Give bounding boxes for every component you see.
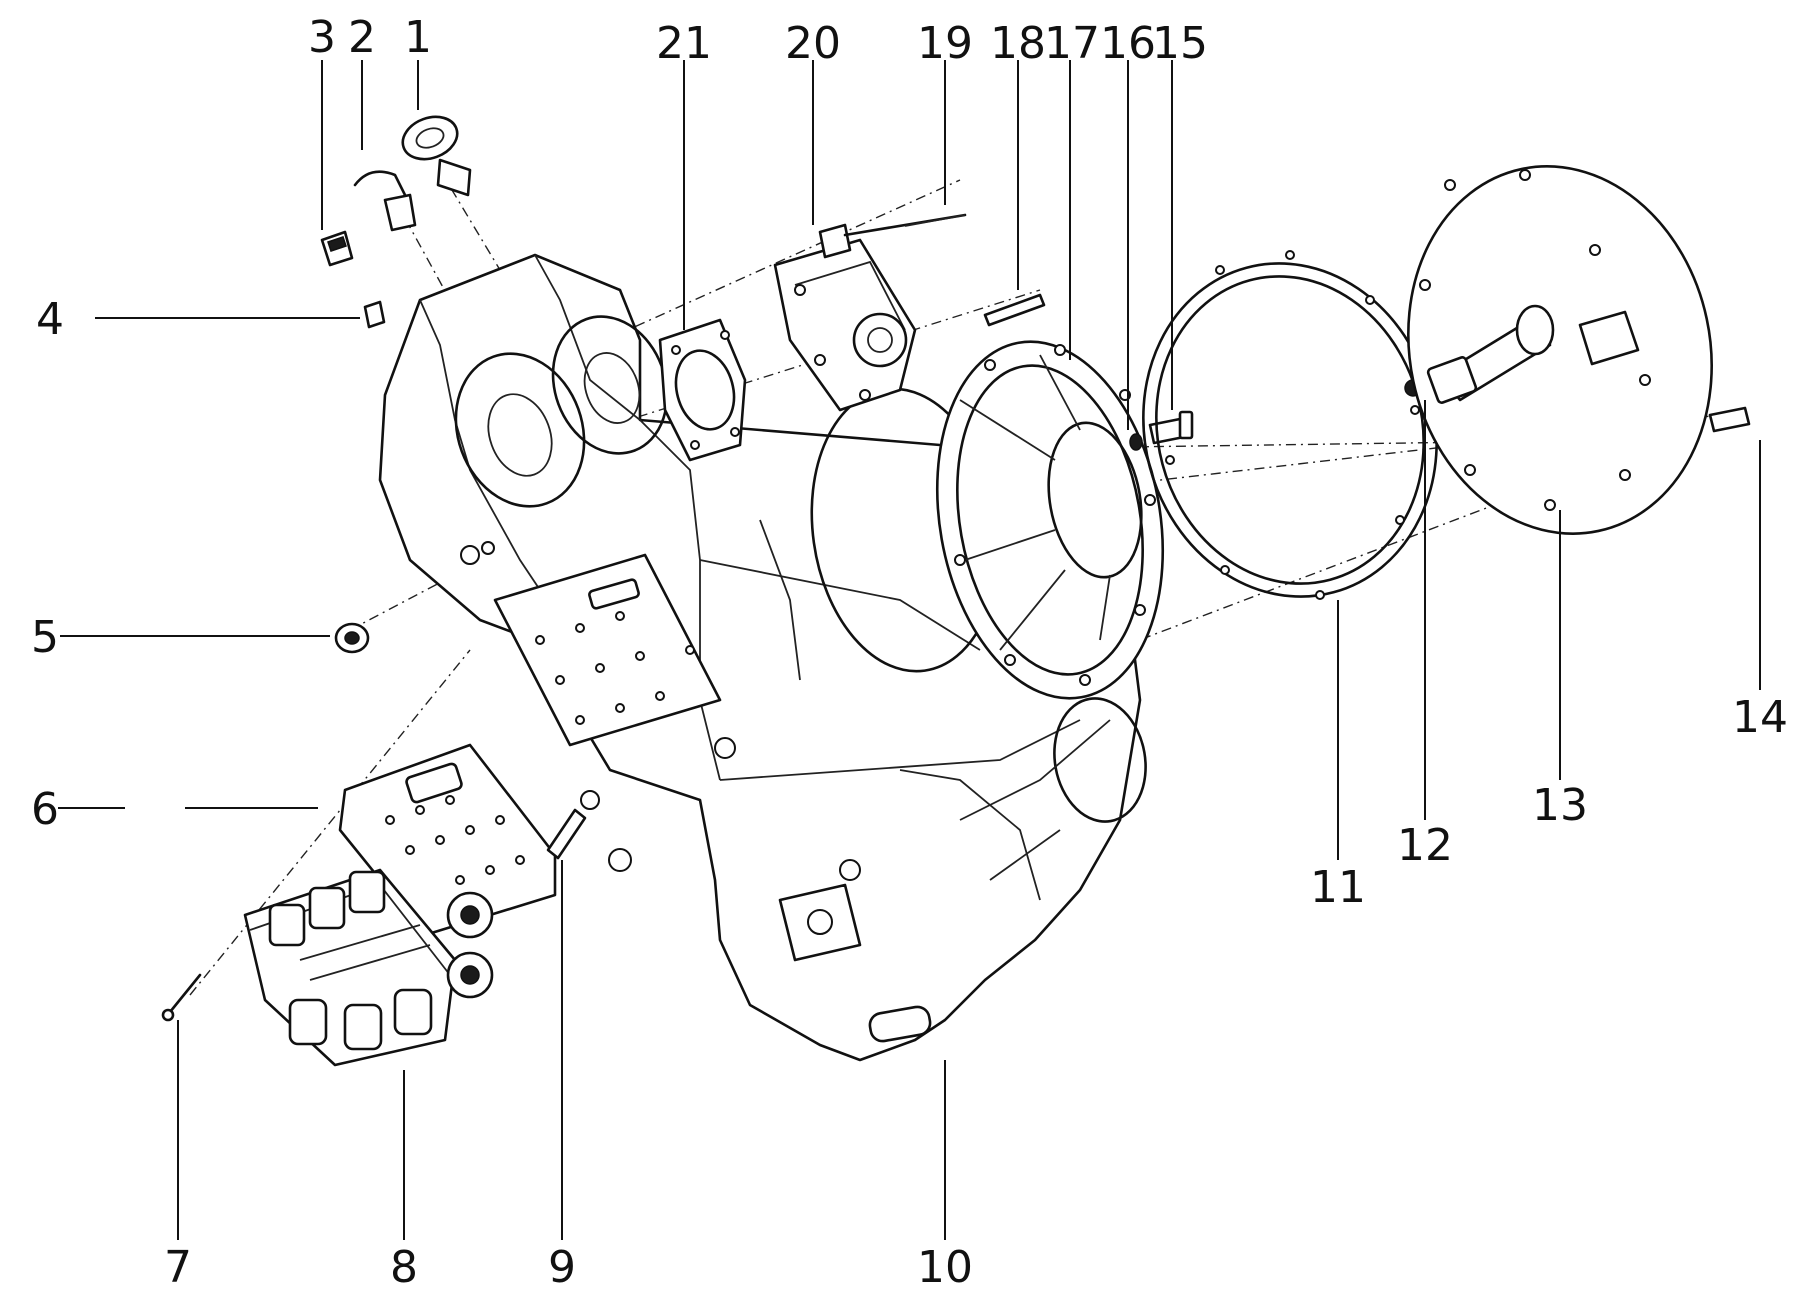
bolt-18 [983,293,1046,327]
bolt-14 [1708,406,1751,433]
callout-14: 14 [1732,692,1788,743]
bolt-9 [546,808,587,860]
callout-15: 15 [1152,18,1208,69]
leader-lines [58,60,1761,1240]
callout-4: 4 [36,294,64,345]
callout-11: 11 [1310,862,1366,913]
end-cover-with-shaft [1407,165,1713,535]
callout-13: 13 [1532,780,1588,831]
elbow-fitting [353,170,417,232]
plug [320,230,354,267]
callout-8: 8 [390,1242,418,1293]
callout-1: 1 [404,12,432,63]
washer-16 [1129,433,1143,451]
long-stud-19 [843,213,967,237]
callout-3: 3 [308,12,336,63]
callout-19: 19 [917,18,973,69]
callout-7: 7 [164,1242,192,1293]
front-valve-seat-plate [493,553,722,747]
bell-housing [935,340,1165,700]
callout-10: 10 [917,1242,973,1293]
callout-17: 17 [1044,18,1100,69]
callout-21: 21 [656,18,712,69]
pump-assembly [773,223,917,412]
callout-labels: 3 2 1 21 20 19 18 17 16 15 4 5 6 7 8 9 1… [31,12,1788,1293]
cover-plate [658,318,747,462]
callout-5: 5 [31,612,59,663]
eye-bolt [401,115,472,197]
callout-16: 16 [1100,18,1156,69]
callout-20: 20 [785,18,841,69]
nut [334,622,370,654]
control-valve-block [243,868,494,1067]
callout-6: 6 [31,784,59,835]
callout-2: 2 [348,12,376,63]
small-plug [363,300,386,329]
callout-9: 9 [548,1242,576,1293]
bolt-15 [1148,410,1194,445]
callout-12: 12 [1397,820,1453,871]
bolt-7 [161,973,202,1022]
callout-18: 18 [990,18,1046,69]
